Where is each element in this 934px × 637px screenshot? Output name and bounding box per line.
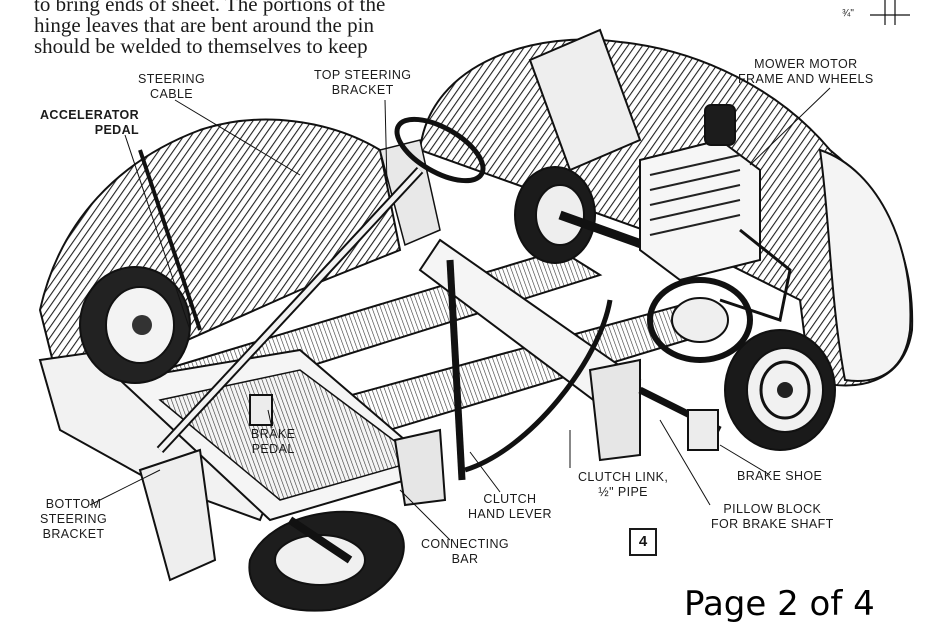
bottom-bracket-block [138,448,217,582]
page-indicator: Page 2 of 4 [684,584,875,624]
label-top-steering-bracket: TOP STEERING BRACKET [314,68,412,97]
figure-number: 4 [629,528,657,556]
article-body-text: to bring ends of sheet. The portions of … [34,0,474,57]
body-line-1: to bring ends of sheet. The portions of … [34,0,386,16]
label-brake-pedal: BRAKE PEDAL [251,427,296,456]
label-brake-shoe: BRAKE SHOE [737,469,823,483]
rear-wheel [724,329,836,451]
label-clutch-link: CLUTCH LINK, ½" PIPE [578,470,669,499]
front-caster-wheel [248,510,405,612]
label-accelerator-pedal: ACCELERATOR PEDAL [40,108,140,137]
clutch-link-pipe [464,299,613,473]
body-line-3: should be welded to themselves to keep [34,34,368,58]
label-clutch-hand-lever: CLUTCH HAND LEVER [468,492,552,521]
belt-pulley [647,277,753,363]
mower-motor [639,104,792,322]
steering-column [156,116,486,454]
dimension-label: ¾" [842,8,854,19]
label-pillow-block: PILLOW BLOCK FOR BRAKE SHAFT [711,502,834,531]
label-steering-cable: STEERING CABLE [138,72,206,101]
label-mower-motor: MOWER MOTOR FRAME AND WHEELS [738,57,874,86]
label-connecting-bar: CONNECTING BAR [421,537,510,566]
leader-lines [89,87,831,541]
pillow-block [687,409,719,451]
accelerator-rod [138,149,202,331]
front-wheel [79,266,191,384]
rear-fender-panel [818,148,912,382]
body-line-2: hinge leaves that are bent around the pi… [34,13,374,37]
drive-pulley [514,166,702,270]
seat-frame [528,28,642,172]
brake-pedal-block [249,394,273,426]
dimension-mark [870,0,910,25]
clutch-hand-lever [446,259,466,481]
label-bottom-steering-bracket: BOTTOM STEERING BRACKET [40,497,108,541]
